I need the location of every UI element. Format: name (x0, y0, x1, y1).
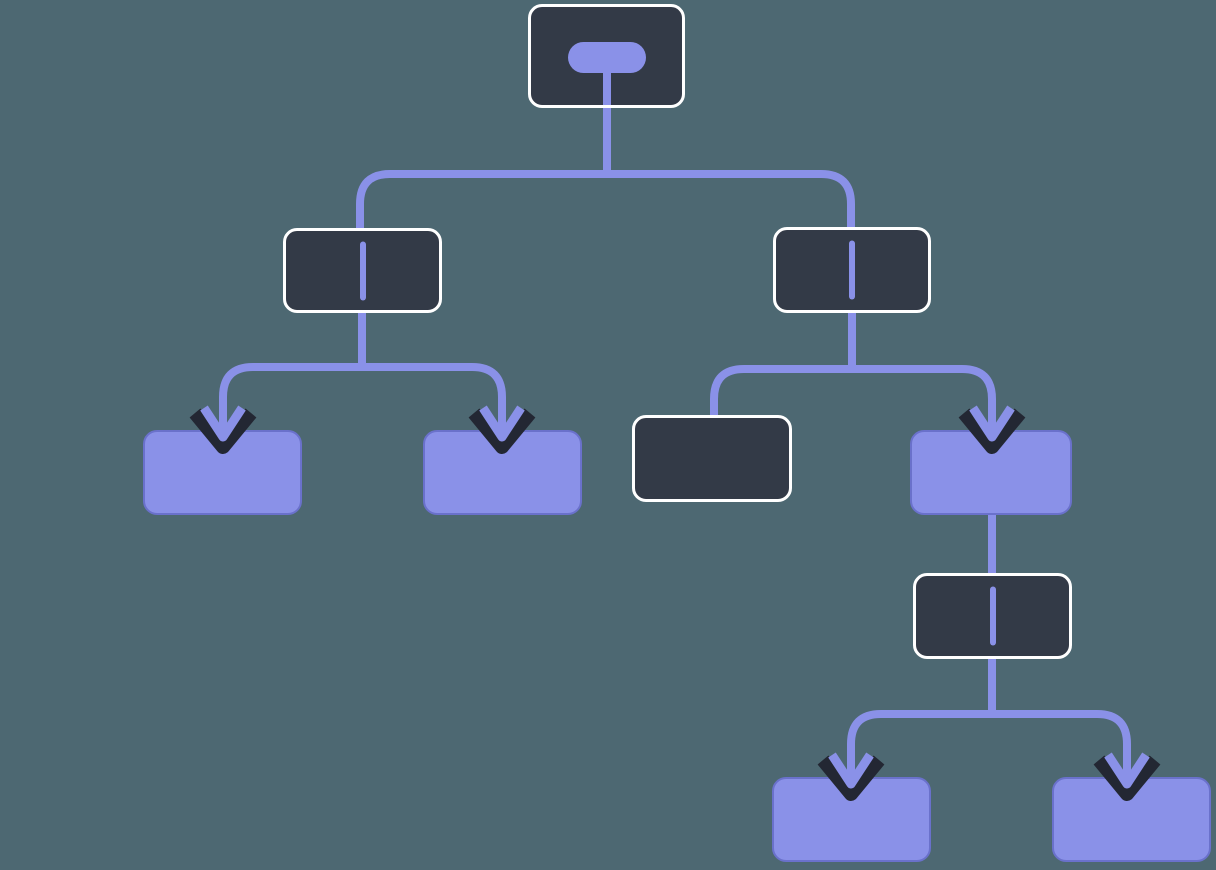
vertical-bar-icon (849, 240, 855, 300)
node-leaf-3[interactable] (632, 415, 792, 502)
vertical-bar-icon (989, 586, 996, 646)
chevron-down-arrow-icon (1093, 752, 1161, 801)
chevron-down-arrow-icon (817, 752, 885, 801)
chevron-down-arrow-icon (189, 405, 257, 454)
node-branch-right[interactable] (773, 227, 931, 313)
node-branch-left[interactable] (283, 228, 442, 313)
chevron-down-arrow-icon (958, 405, 1026, 454)
vertical-bar-icon (359, 241, 366, 300)
pill-stem-icon (602, 71, 611, 105)
chevron-down-arrow-icon (468, 405, 536, 454)
node-root[interactable] (528, 4, 685, 108)
node-branch-bottom[interactable] (913, 573, 1072, 659)
pill-stem-icon (567, 42, 646, 73)
